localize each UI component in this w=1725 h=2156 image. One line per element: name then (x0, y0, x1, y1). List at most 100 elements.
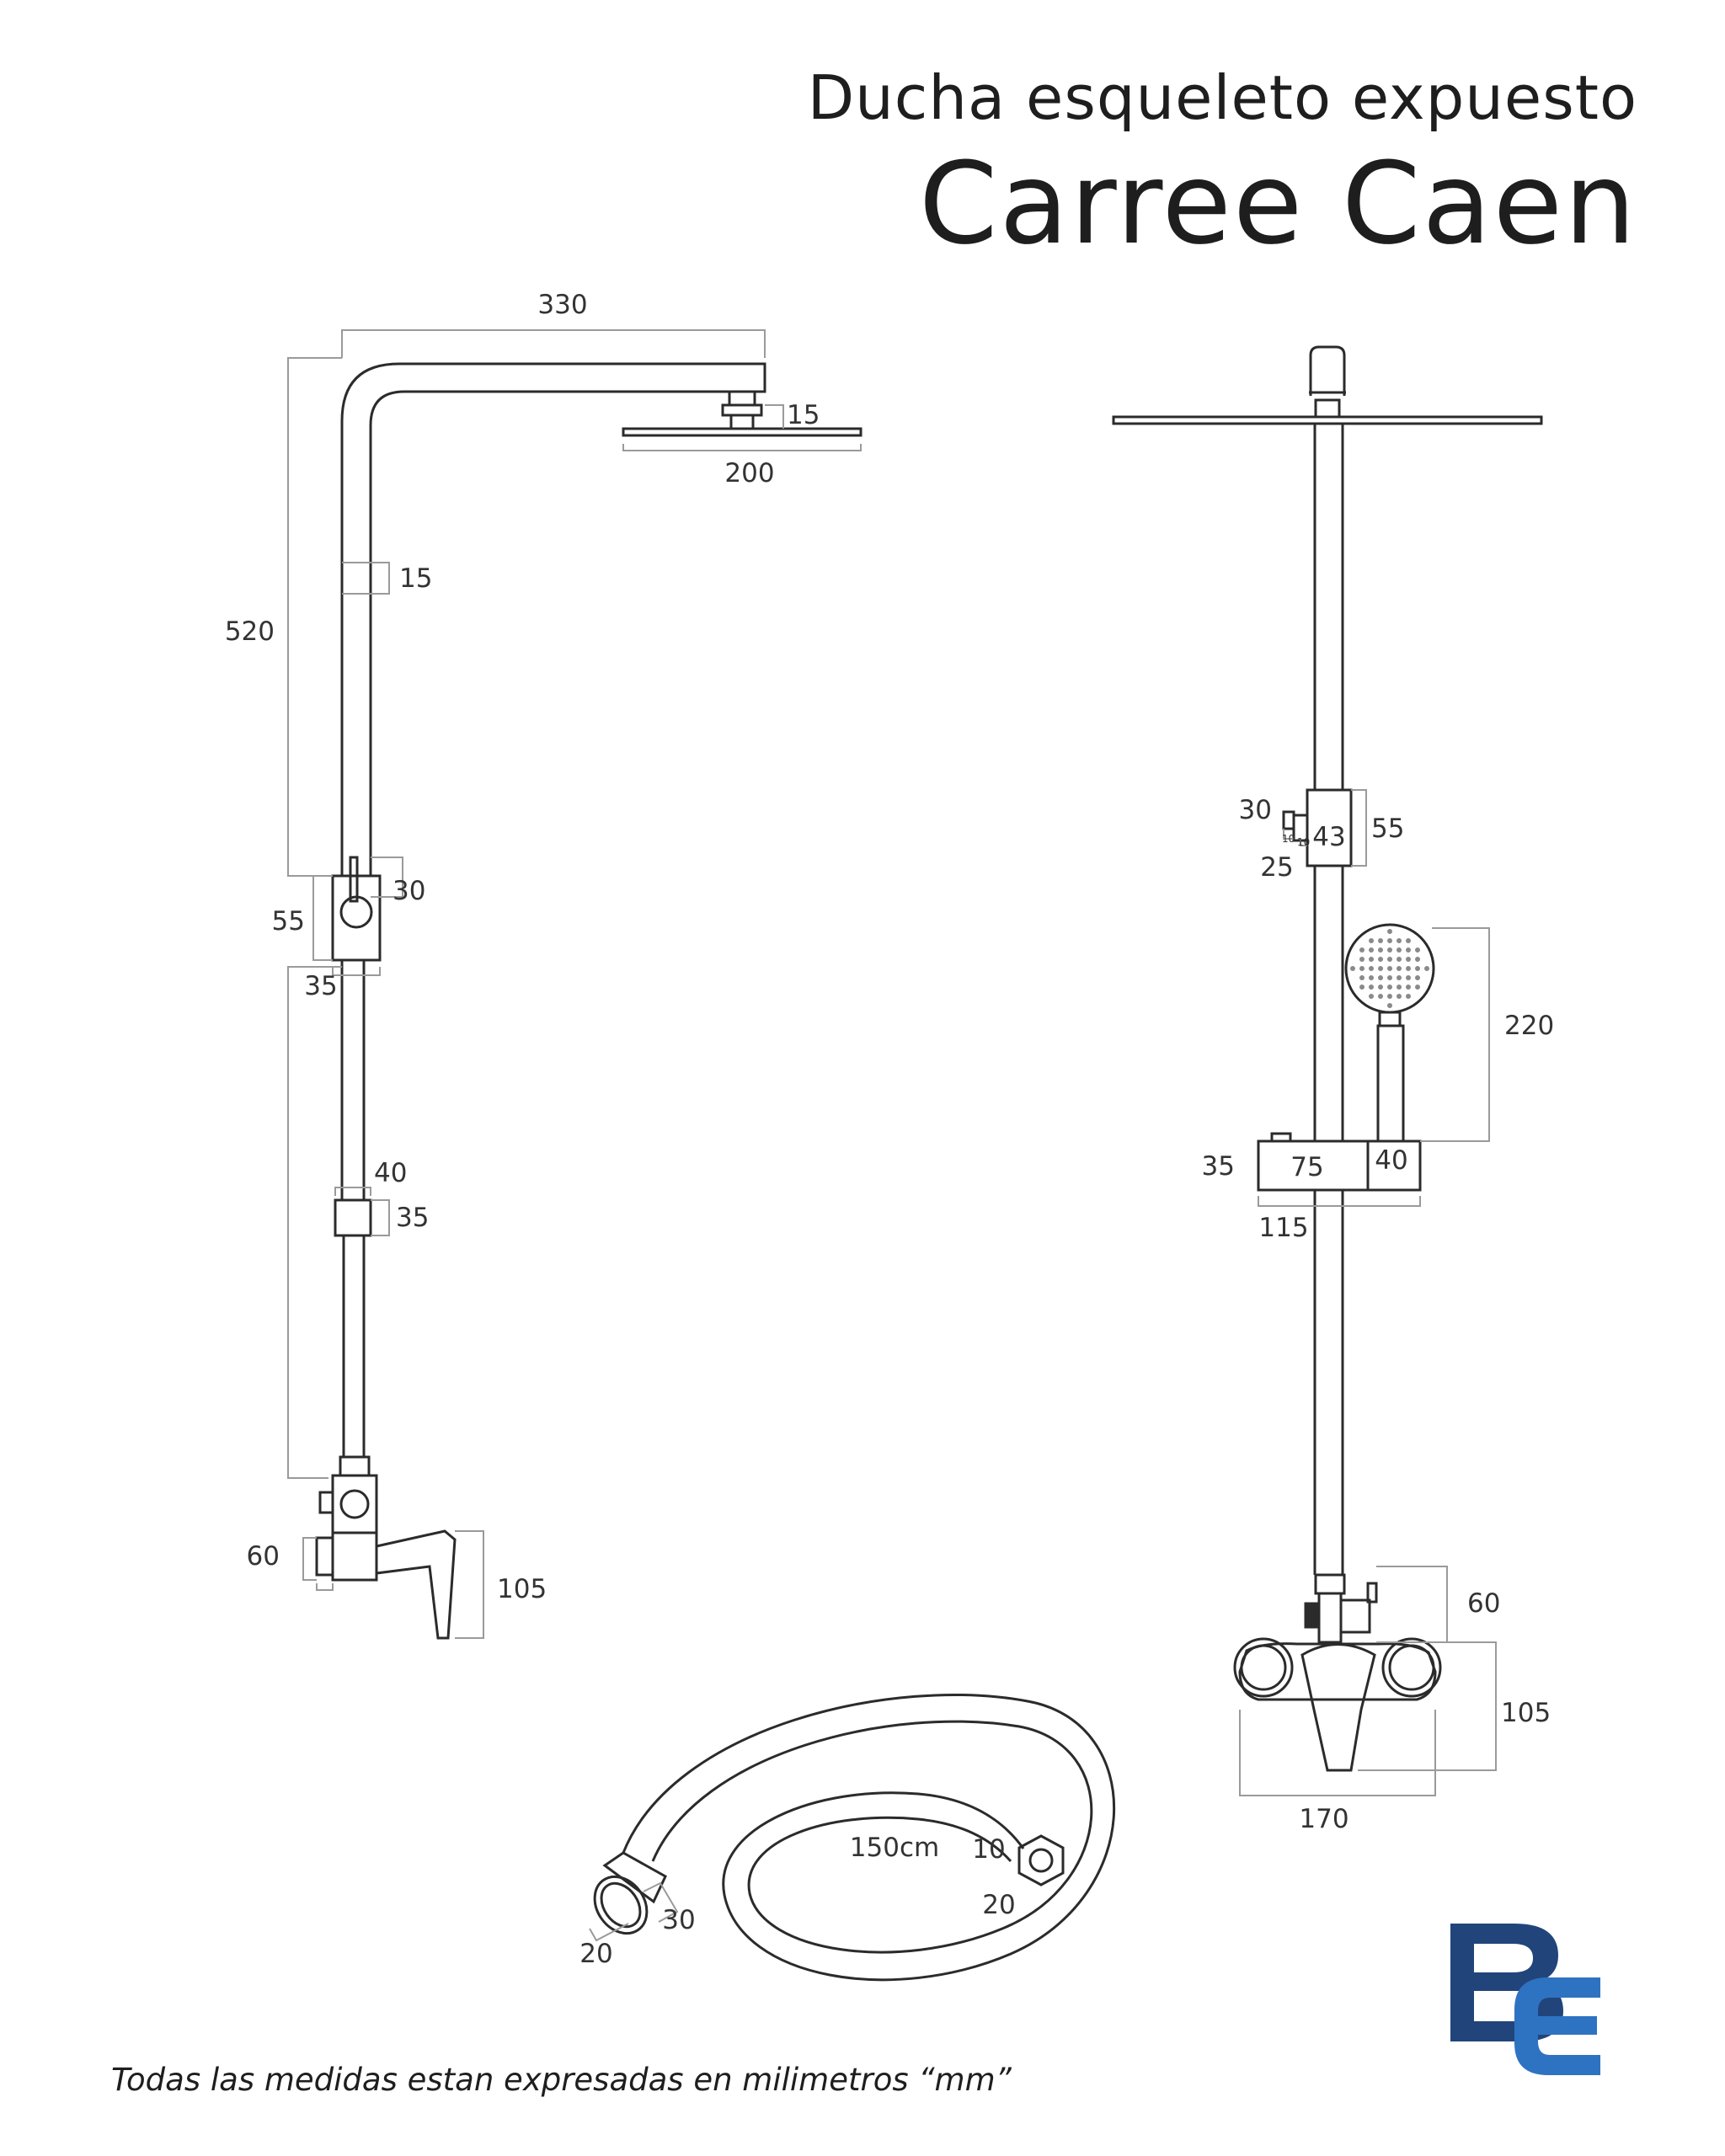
nozzle-dot (1387, 957, 1392, 962)
nozzle-dot (1387, 994, 1392, 999)
product-subtitle: Ducha esqueleto expuesto (807, 62, 1637, 133)
nozzle-dot (1406, 947, 1411, 953)
dim-diverter-knob: 30 (393, 876, 425, 906)
nozzle-dot (1424, 966, 1429, 971)
dim-holder-height: 40 (374, 1158, 407, 1188)
nozzle-dot (1406, 938, 1411, 943)
logo-letter-e (1514, 1977, 1600, 2075)
nozzle-dot (1369, 994, 1374, 999)
hand-shower-handle (1376, 1024, 1405, 1143)
front-mixer-lever (1300, 1643, 1376, 1772)
hand-shower-holes (1350, 929, 1429, 1008)
mixer-upper-circle (339, 1489, 370, 1519)
front-mixer-upper (1317, 1592, 1343, 1644)
front-mixer-nut (1314, 1573, 1346, 1595)
nozzle-dot (1378, 957, 1383, 962)
mixer-nut (339, 1455, 371, 1477)
hose-nut (1017, 1834, 1065, 1886)
hose-cone (602, 1851, 667, 1904)
nozzle-dot (1387, 1003, 1392, 1008)
nozzle-dot (1378, 975, 1383, 980)
hose-inner (651, 1720, 1093, 1954)
front-dims (1239, 789, 1497, 1796)
nozzle-dot (1397, 938, 1402, 943)
nozzle-dot (1359, 957, 1365, 962)
dim-head-width: 200 (724, 458, 774, 488)
dim-holder-width: 35 (396, 1203, 429, 1233)
dim-hose-cone-width: 20 (579, 1939, 612, 1969)
nozzle-dot (1397, 994, 1402, 999)
dim-diverter-width: 35 (304, 971, 337, 1001)
shower-arm (340, 362, 766, 876)
nozzle-dot (1387, 929, 1392, 934)
hose-cone-end-inner (600, 1881, 642, 1929)
dim-hose-nut-small: 10 (972, 1834, 1005, 1865)
dim-holder-total-front: 115 (1258, 1213, 1308, 1243)
front-view (1112, 345, 1543, 1772)
hose-cone-end (593, 1875, 649, 1935)
sliding-holder (334, 1198, 372, 1237)
dim-mixer-top-front: 60 (1467, 1588, 1500, 1619)
nozzle-dot (1378, 966, 1383, 971)
dim-pipe-diameter: 15 (399, 563, 432, 594)
nozzle-dot (1406, 994, 1411, 999)
dim-head-thickness: 15 (787, 400, 820, 430)
logo-letter-b (1450, 1924, 1563, 2041)
nozzle-dot (1350, 966, 1355, 971)
front-holder-tab (1270, 1132, 1292, 1143)
dim-hose-cone-length: 30 (662, 1905, 695, 1935)
dim-upper-pipe: 520 (225, 616, 275, 647)
nozzle-dot (1359, 966, 1365, 971)
nozzle-dot (1387, 947, 1392, 953)
nozzle-dot (1406, 975, 1411, 980)
front-dim-labels: 30 10 10 43 55 25 220 35 75 40 115 60 10… (1202, 795, 1555, 1834)
dim-hose-length: 150cm (850, 1833, 939, 1863)
nozzle-dot (1397, 947, 1402, 953)
nozzle-dot (1415, 947, 1420, 953)
nozzle-dot (1387, 966, 1392, 971)
head-connector (728, 390, 756, 407)
top-cap (1309, 345, 1346, 396)
mixer-lower-body (331, 1531, 378, 1582)
mixer-lever (375, 1529, 457, 1640)
dim-front-diverter-height: 55 (1371, 814, 1404, 844)
dim-holder-height-front: 35 (1202, 1151, 1235, 1182)
nozzle-dot (1406, 985, 1411, 990)
hose-outer (622, 1694, 1116, 1982)
nozzle-dot (1397, 957, 1402, 962)
front-flange-right (1381, 1637, 1442, 1698)
front-mixer-handle (1304, 1602, 1321, 1629)
dim-front-knob: 30 (1239, 795, 1272, 825)
nozzle-dot (1387, 985, 1392, 990)
overhead-plate (1112, 415, 1543, 425)
shower-head-plate (622, 427, 862, 437)
nozzle-dot (1369, 947, 1374, 953)
nozzle-dot (1415, 985, 1420, 990)
dim-front-small-b: 10 (1297, 836, 1310, 848)
nozzle-dot (1397, 975, 1402, 980)
mixer-upper-body (331, 1474, 378, 1534)
mixer-inlet (315, 1536, 334, 1577)
nozzle-dot (1369, 957, 1374, 962)
mixer-side-nut (318, 1491, 334, 1514)
front-mixer-body (1238, 1642, 1437, 1701)
hose-dim-labels: 150cm 10 20 30 20 (579, 1833, 1015, 1969)
nozzle-dot (1406, 966, 1411, 971)
nozzle-dot (1369, 985, 1374, 990)
dim-mixer-width-front: 170 (1299, 1804, 1348, 1834)
dim-mixer-height-front: 105 (1501, 1698, 1551, 1728)
top-connector (1314, 398, 1341, 419)
head-connector-base (729, 414, 755, 430)
dim-mixer-height: 105 (497, 1574, 547, 1604)
nozzle-dot (1387, 938, 1392, 943)
dim-front-small-a: 10 (1282, 833, 1295, 845)
dim-front-offset: 25 (1260, 852, 1293, 883)
nozzle-dot (1415, 957, 1420, 962)
side-view (315, 362, 862, 1640)
nozzle-dot (1369, 938, 1374, 943)
side-dim-labels: 330 15 200 15 520 30 55 35 40 35 60 105 (225, 290, 820, 1604)
hand-shower-neck (1378, 1011, 1402, 1027)
dim-mixer-inlet: 60 (247, 1541, 280, 1572)
nozzle-dot (1415, 966, 1420, 971)
